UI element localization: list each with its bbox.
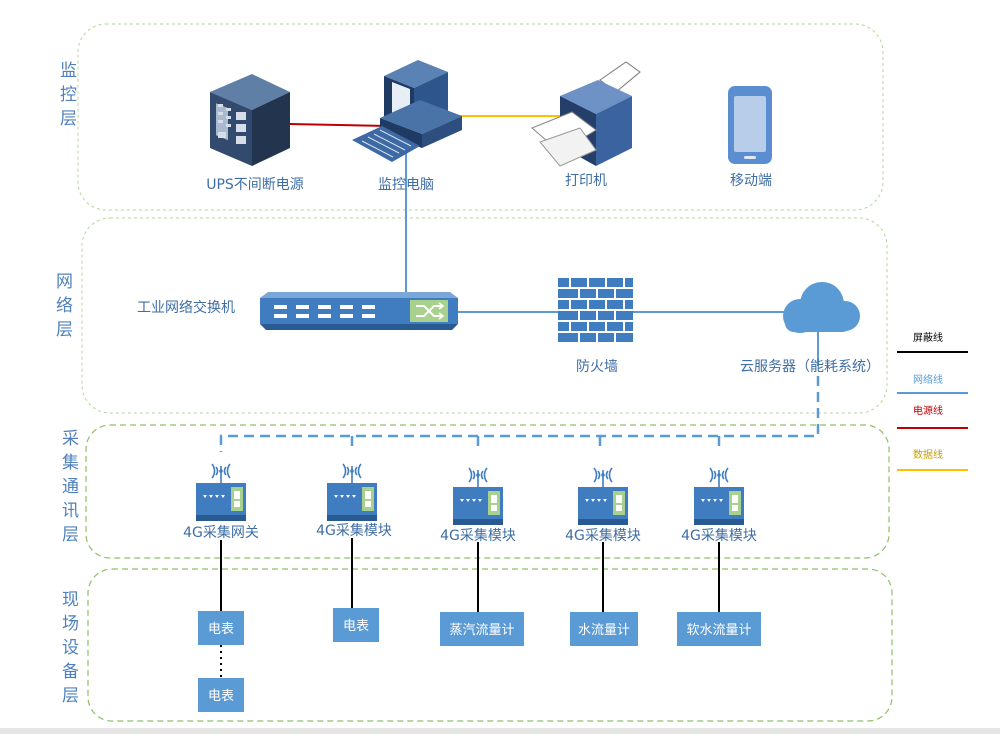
switch-label: 工业网络交换机 — [137, 299, 235, 316]
ups-icon — [210, 74, 290, 166]
collect-layer-label: 采集通讯层 — [62, 429, 79, 545]
collect-module-2-icon — [453, 467, 503, 525]
soft-water-flowmeter-label: 软水流量计 — [686, 623, 751, 638]
wireless-4g-link — [219, 376, 820, 452]
field-layer-box — [87, 568, 893, 722]
water-flowmeter-label: 水流量计 — [578, 623, 630, 638]
legend: 屏蔽线 网络线 电源线 数据线 — [897, 331, 968, 471]
meter-box-bottom — [198, 678, 244, 712]
network-layer-box — [81, 217, 888, 414]
mobile-icon — [728, 86, 772, 164]
steam-flowmeter-label: 蒸汽流量计 — [449, 623, 514, 638]
mobile-label: 移动端 — [730, 173, 772, 189]
collect-module-3-icon — [578, 467, 628, 525]
water-flowmeter-box — [570, 612, 638, 646]
cloud-label: 云服务器（能耗系统） — [740, 359, 880, 375]
gateway-module-icon — [196, 463, 246, 521]
meter-label-1: 电表 — [208, 622, 234, 637]
monitor-layer-box — [77, 23, 884, 211]
legend-shield-text: 屏蔽线 — [913, 331, 943, 344]
ups-label: UPS不间断电源 — [206, 177, 304, 193]
printer-icon — [531, 61, 641, 167]
module-3-label: 4G采集模块 — [565, 527, 641, 544]
legend-network-text: 网络线 — [913, 373, 943, 386]
collect-module-1-icon — [327, 463, 377, 521]
meter-box-2 — [333, 608, 379, 642]
legend-power-text: 电源线 — [913, 404, 943, 417]
network-layer-label: 网络层 — [56, 272, 73, 340]
firewall-icon — [558, 278, 633, 342]
gateway-label: 4G采集网关 — [183, 524, 259, 541]
firewall-label: 防火墙 — [576, 359, 618, 375]
steam-flowmeter-box — [440, 612, 524, 646]
module-4-label: 4G采集模块 — [681, 527, 757, 544]
meter-label-2: 电表 — [343, 619, 369, 634]
monitor-layer-label: 监控层 — [60, 61, 77, 129]
printer-label: 打印机 — [565, 172, 607, 189]
module-2-label: 4G采集模块 — [440, 527, 516, 544]
cloud-server-icon — [783, 282, 860, 333]
meter-label-bottom: 电表 — [208, 689, 234, 704]
monitor-pc-icon — [352, 60, 462, 162]
power-line-ups-pc — [289, 123, 389, 127]
soft-water-flowmeter-box — [677, 612, 761, 646]
network-switch-icon — [260, 292, 458, 330]
field-layer-label: 现场设备层 — [62, 590, 79, 706]
meter-box-1 — [198, 611, 244, 645]
legend-data-text: 数据线 — [913, 448, 943, 461]
module-1-label: 4G采集模块 — [316, 522, 392, 539]
collect-module-4-icon — [694, 467, 744, 525]
pc-label: 监控电脑 — [378, 177, 434, 193]
bottom-strip — [0, 728, 1000, 734]
collect-layer-box — [85, 424, 890, 559]
